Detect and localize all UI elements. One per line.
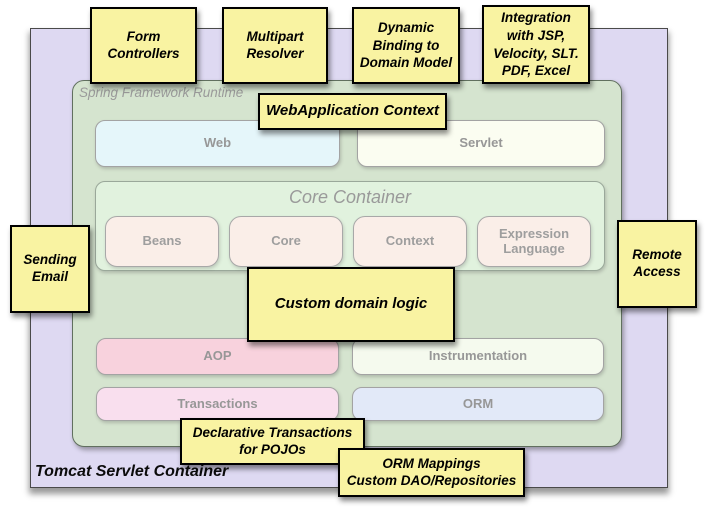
note-multipart-resolver: Multipart Resolver [222,7,328,84]
module-orm: ORM [352,387,604,421]
note-declarative-transactions: Declarative Transactions for POJOs [180,418,365,465]
module-context: Context [353,216,467,267]
module-web: Web [95,120,340,167]
spring-framework-runtime-label: Spring Framework Runtime [79,85,244,100]
module-beans: Beans [105,216,219,267]
core-container-box: Core Container Beans Core Context Expres… [95,181,605,271]
note-webapplication-context: WebApplication Context [258,93,447,130]
note-orm-mappings: ORM Mappings Custom DAO/Repositories [338,448,525,497]
core-container-modules: Beans Core Context Expression Language [105,216,591,267]
core-container-label: Core Container [288,187,412,207]
tomcat-servlet-container-label: Tomcat Servlet Container [35,463,229,480]
module-aop: AOP [96,338,339,375]
module-instrumentation: Instrumentation [352,338,604,375]
module-transactions: Transactions [96,387,339,421]
note-remote-access: Remote Access [617,220,697,308]
note-dynamic-binding: Dynamic Binding to Domain Model [352,7,460,84]
module-expression-language: Expression Language [477,216,591,267]
note-sending-email: Sending Email [10,225,90,313]
module-core: Core [229,216,343,267]
note-integration-views: Integration with JSP, Velocity, SLT. PDF… [482,5,590,84]
note-form-controllers: Form Controllers [90,7,197,84]
note-custom-domain-logic: Custom domain logic [247,267,455,342]
